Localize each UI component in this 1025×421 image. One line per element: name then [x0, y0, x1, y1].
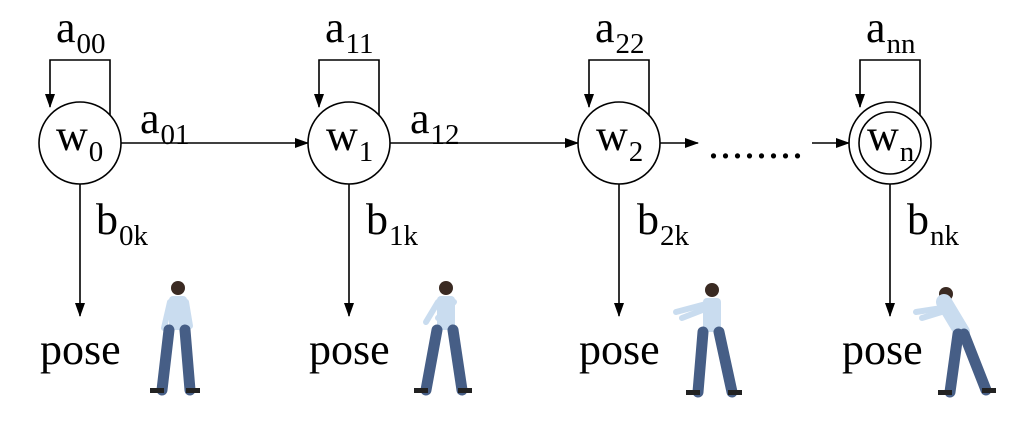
- emission-subscript: 0k: [119, 220, 148, 252]
- emission-letter: b: [96, 195, 118, 244]
- loop-subscript: nn: [886, 28, 916, 60]
- state-label-wn: wn: [867, 111, 914, 167]
- emission-label-bnk: bnk: [907, 195, 959, 251]
- ellipsis-dots: ........: [708, 119, 804, 168]
- emission-subscript: 2k: [660, 220, 689, 252]
- state-subscript: n: [899, 136, 915, 168]
- state-letter: w: [596, 111, 628, 160]
- state-letter: w: [326, 111, 358, 160]
- state-label-w1: w1: [326, 111, 373, 167]
- loop-subscript: 11: [345, 28, 374, 60]
- state-subscript: 1: [358, 136, 374, 168]
- loop-letter: a: [325, 3, 345, 52]
- transition-label-a12: a12: [410, 94, 460, 150]
- person-figure-0: [150, 281, 200, 396]
- self-loop-label-a22: a22: [595, 3, 645, 59]
- emission-subscript: 1k: [389, 220, 418, 252]
- pose-label-2: pose: [579, 325, 660, 374]
- person-figure-2: [673, 283, 742, 398]
- self-loop-label-a00: a00: [56, 3, 106, 59]
- state-letter: w: [867, 111, 899, 160]
- pose-label-0: pose: [40, 325, 121, 374]
- state-label-w2: w2: [596, 111, 643, 167]
- self-loop-a22: [584, 59, 650, 115]
- transition-letter: a: [140, 94, 160, 143]
- pose-label-1: pose: [309, 325, 390, 374]
- transition-label-a01: a01: [140, 94, 190, 150]
- loop-letter: a: [56, 3, 76, 52]
- pose-label-n: pose: [842, 325, 923, 374]
- self-loop-label-a11: a11: [325, 3, 373, 59]
- loop-subscript: 22: [615, 28, 645, 60]
- state-subscript: 2: [628, 136, 644, 168]
- transition-letter: a: [410, 94, 430, 143]
- loop-letter: a: [866, 3, 886, 52]
- emission-label-b2k: b2k: [637, 195, 689, 251]
- person-figure-n: [913, 287, 996, 398]
- state-letter: w: [56, 111, 88, 160]
- emission-label-b1k: b1k: [366, 195, 418, 251]
- state-circle-wn-inner: [858, 111, 922, 175]
- transition-subscript: 01: [160, 119, 190, 151]
- self-loop-label-ann: ann: [866, 3, 916, 59]
- emission-letter: b: [637, 195, 659, 244]
- self-loop-a11: [314, 59, 380, 115]
- person-figure-1: [414, 281, 472, 396]
- loop-subscript: 00: [76, 28, 106, 60]
- loop-letter: a: [595, 3, 615, 52]
- transition-subscript: 12: [430, 119, 460, 151]
- emission-label-b0k: b0k: [96, 195, 148, 251]
- emission-subscript: nk: [930, 220, 959, 252]
- self-loop-a00: [45, 59, 111, 115]
- emission-letter: b: [907, 195, 929, 244]
- state-label-w0: w0: [56, 111, 103, 167]
- emission-letter: b: [366, 195, 388, 244]
- state-subscript: 0: [88, 136, 104, 168]
- self-loop-ann: [855, 59, 921, 115]
